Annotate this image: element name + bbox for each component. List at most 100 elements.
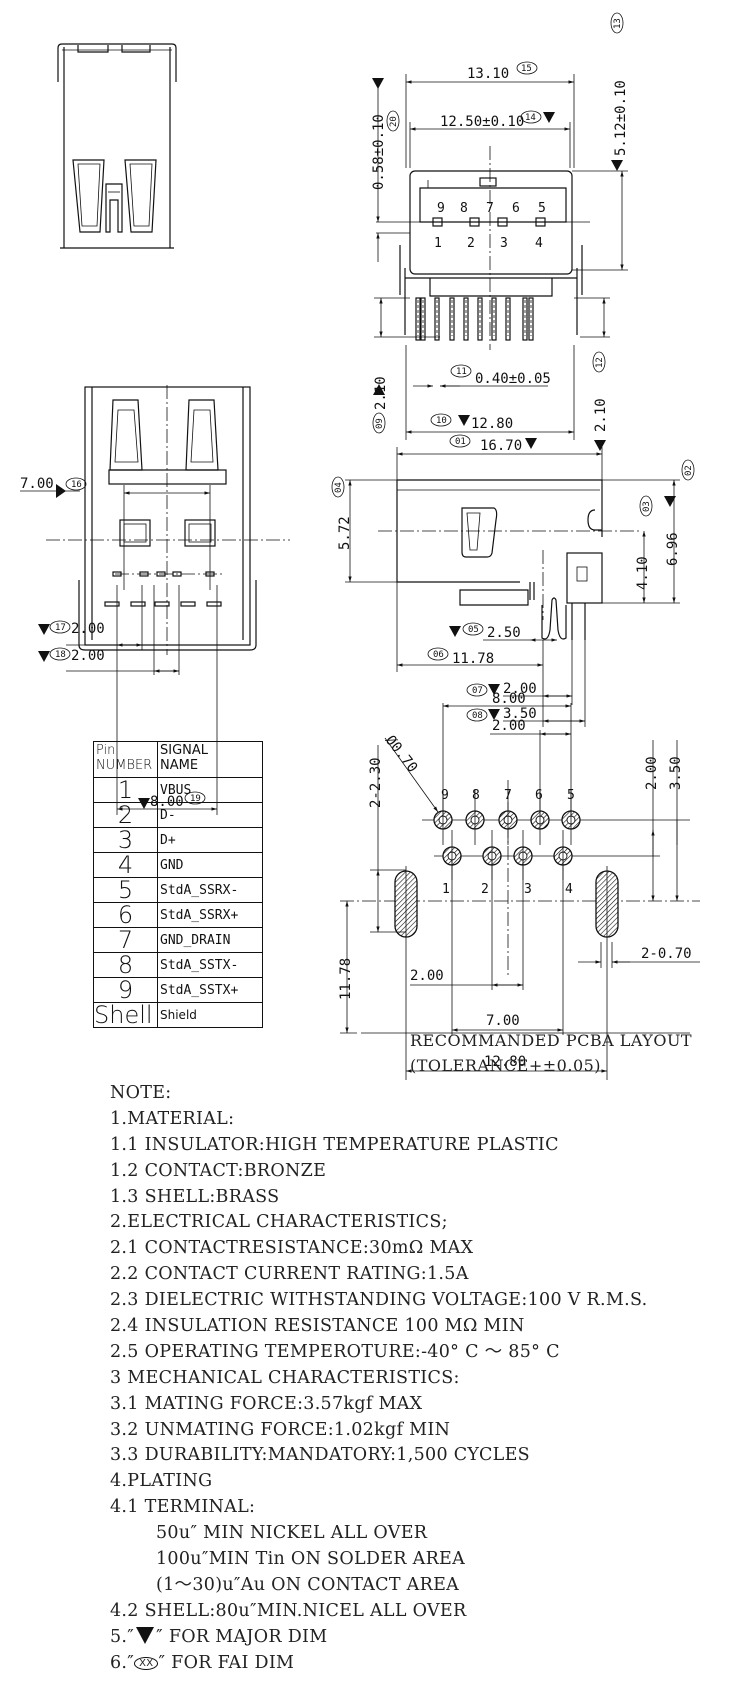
bottom-view-pad	[112, 571, 122, 577]
fai-bubble-14: 14	[525, 113, 536, 123]
note-fai-dim-legend: 6.″XX″ FOR FAI DIM	[110, 1651, 648, 1677]
dim-2-10-right: 2.10	[593, 398, 609, 432]
note-line: 2.5 OPERATING TEMPEROTURE:-40° C ～ 85° C	[110, 1341, 560, 1362]
dim-2-00-18: 2.00	[71, 648, 105, 664]
signal-name: GND_DRAIN	[157, 927, 263, 953]
dim-6-96: 6.96	[665, 532, 681, 566]
pcb-dim-2-00-top: 2.00	[492, 718, 526, 734]
pcb-dim-slot-size: 2-2.30	[368, 757, 384, 808]
note-line: 1.MATERIAL:	[110, 1108, 235, 1129]
major-dim-triangle-icon	[136, 1626, 155, 1644]
signal-name: D-	[157, 802, 263, 828]
signal-name: GND	[157, 852, 263, 878]
fai-bubble-01: 01	[455, 437, 466, 447]
bottom-view-contact	[130, 601, 146, 607]
bottom-view-pad	[156, 571, 166, 577]
note-line: 3.1 MATING FORCE:3.57kgf MAX	[110, 1393, 423, 1414]
header-name-label: NAME	[160, 758, 199, 773]
pcb-pin-label-8: 8	[472, 788, 480, 803]
dim-12-80-front: 12.80	[471, 416, 513, 432]
pcb-layout: 9 8 7 6 5 1 2 3 4 8.00 2.00 Ø0.70 2-2.30…	[338, 691, 700, 1080]
front-pin-label-2: 2	[467, 236, 475, 251]
pcb-dim-2-00-bottom: 2.00	[410, 968, 444, 984]
front-pin-tail	[434, 297, 440, 341]
side-view: 01 16.70 5.72 04 4.10 03 6.96 02 05 2.50…	[331, 434, 695, 727]
pin-number: 8	[93, 952, 158, 978]
signal-name: D+	[157, 827, 263, 853]
note-line: 1.3 SHELL:BRASS	[110, 1186, 280, 1207]
bottom-view-pads	[104, 571, 222, 607]
fai-bubble-icon: XX	[134, 1656, 159, 1670]
signal-name: StdA_SSTX+	[157, 977, 263, 1003]
pcb-pin-label-7: 7	[504, 788, 512, 803]
front-pin-tail	[528, 297, 534, 341]
dim-13-10: 13.10	[467, 66, 509, 82]
legend-fai-suffix: ″ FOR FAI DIM	[158, 1652, 295, 1673]
note-shell-plating: 4.2 SHELL:80u″MIN.NICEL ALL OVER	[110, 1600, 467, 1621]
note-line: 2.3 DIELECTRIC WITHSTANDING VOLTAGE:100 …	[110, 1290, 648, 1311]
fai-bubble-15: 15	[521, 64, 532, 74]
front-pin-tail	[522, 297, 528, 341]
pcba-tolerance: (TOLERANCE+±0.05)	[410, 1056, 602, 1075]
front-pin-tail	[415, 297, 421, 341]
bottom-view-pad	[139, 571, 149, 577]
front-pin-label-7: 7	[486, 201, 494, 216]
front-pins	[415, 297, 534, 341]
pcb-dim-3-50-right: 3.50	[668, 756, 684, 790]
front-pin-label-8: 8	[460, 201, 468, 216]
front-view: 9 8 7 6 5 1 2 3 4 13.10 15 12.50±0.10 14…	[371, 12, 629, 451]
dim-7-00-bottom: 7.00	[20, 476, 54, 492]
front-pin-tail	[477, 297, 483, 341]
signal-name: Shield	[157, 1002, 263, 1028]
note-line: 1.1 INSULATOR:HIGH TEMPERATURE PLASTIC	[110, 1134, 559, 1155]
legend-fai-prefix: 6.″	[110, 1652, 135, 1673]
dim-12-50: 12.50±0.10	[440, 114, 524, 130]
front-pin-label-3: 3	[500, 236, 508, 251]
dim-4-10: 4.10	[635, 556, 651, 590]
notes-section: NOTE: 1.MATERIAL: 1.1 INSULATOR:HIGH TEM…	[110, 1081, 648, 1676]
bottom-view-contact	[154, 601, 170, 607]
legend-major-prefix: 5.″	[110, 1626, 135, 1647]
pin-number: 4	[93, 852, 158, 878]
bottom-view-pad	[172, 571, 182, 577]
signal-name: StdA_SSRX+	[157, 902, 263, 928]
fai-bubble-20: 20	[389, 116, 399, 127]
bottom-view-contact	[206, 601, 222, 607]
fai-bubble-02: 02	[684, 465, 694, 476]
header-pin-label: Pin	[96, 743, 116, 758]
note-major-dim-legend: 5.″″ FOR MAJOR DIM	[110, 1625, 648, 1651]
fai-bubble-12: 12	[595, 357, 605, 368]
dim-2-00-side: 2.00	[503, 681, 537, 697]
signal-name: VBUS	[157, 777, 263, 803]
front-pin-tail	[491, 297, 497, 341]
fai-bubble-17: 17	[55, 623, 66, 633]
dim-0-58: 0.58±0.10	[371, 114, 387, 190]
pcb-dim-7-00: 7.00	[486, 1013, 520, 1029]
note-line: 2.ELECTRICAL CHARACTERISTICS;	[110, 1212, 448, 1233]
terminal-plating-line: (1～30)u″Au ON CONTACT AREA	[156, 1574, 460, 1595]
fai-bubble-05: 05	[468, 625, 479, 635]
pin-number: 9	[93, 977, 158, 1003]
front-pin-tail	[420, 297, 426, 341]
fai-bubble-10: 10	[436, 416, 447, 426]
dim-5-72: 5.72	[337, 516, 353, 550]
pcb-dim-11-78: 11.78	[338, 958, 354, 1000]
fai-bubble-06: 06	[433, 650, 444, 660]
note-line: 2.4 INSULATION RESISTANCE 100 MΩ MIN	[110, 1316, 525, 1337]
pcb-dim-2-00-right: 2.00	[644, 756, 660, 790]
top-view	[57, 43, 177, 249]
header-number-label: NUMBER	[96, 758, 153, 773]
dim-2-00-17: 2.00	[71, 621, 105, 637]
dim-16-70: 16.70	[480, 438, 522, 454]
pin-number: 6	[93, 902, 158, 928]
fai-bubble-18: 18	[55, 650, 66, 660]
